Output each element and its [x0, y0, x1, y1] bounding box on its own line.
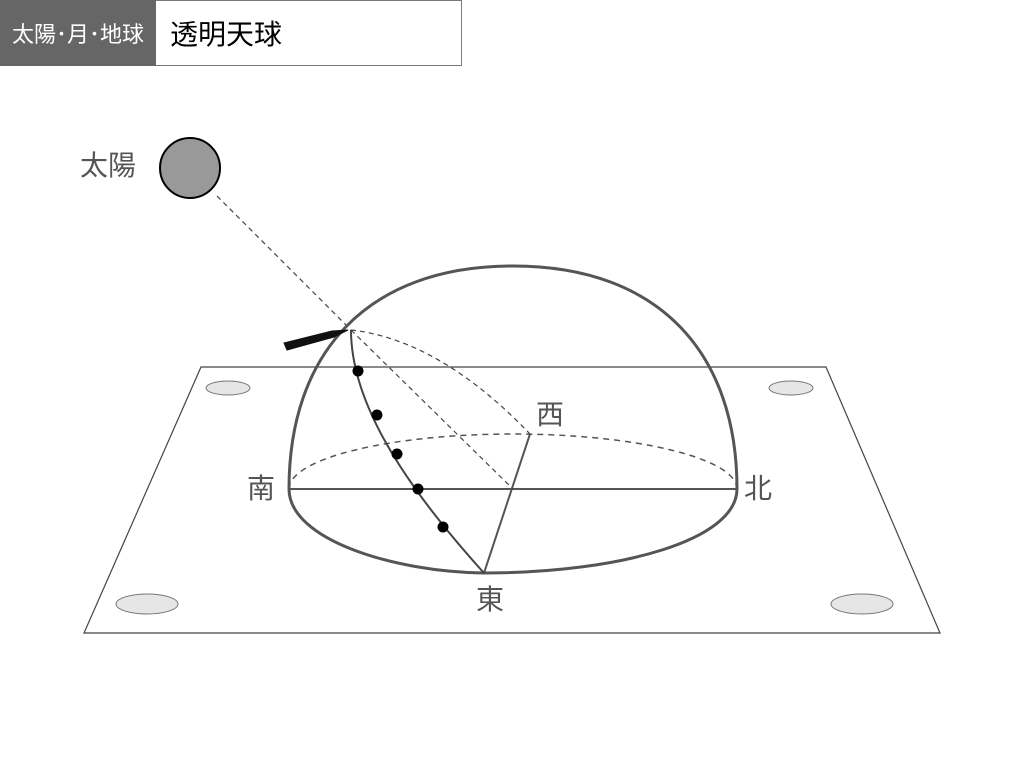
- celestial-dome: [287, 264, 739, 490]
- base-board: [83, 366, 941, 634]
- sun-ray-dashed: [216, 195, 352, 331]
- sun-position-dot: [412, 483, 424, 495]
- east-west-line: [483, 433, 531, 574]
- horizon-back-dashed: [288, 433, 738, 490]
- sun-path-front: [350, 329, 485, 574]
- direction-label-west: 西: [536, 398, 564, 431]
- sun-position-dot: [371, 409, 383, 421]
- board-foot-front-right: [830, 593, 894, 615]
- header-title: 透明天球: [156, 0, 462, 66]
- sun-disc: [159, 137, 221, 199]
- direction-label-east: 東: [476, 583, 504, 616]
- board-foot-back-left: [205, 380, 251, 396]
- direction-label-north: 北: [744, 472, 772, 505]
- direction-label-south: 南: [247, 472, 275, 505]
- board-foot-back-right: [768, 380, 814, 396]
- sun-position-dots: [352, 365, 449, 533]
- pen-marker: [283, 329, 349, 351]
- header-category-label: 太陽･月･地球: [0, 0, 156, 66]
- sun-label: 太陽: [80, 149, 136, 182]
- sun-position-dot: [437, 521, 449, 533]
- sun-position-dot: [352, 365, 364, 377]
- marker-to-center-dashed: [350, 329, 514, 490]
- board-foot-front-left: [115, 593, 179, 615]
- sun-path-back-dashed: [350, 329, 531, 435]
- header: 太陽･月･地球 透明天球: [0, 0, 462, 66]
- sun-position-dot: [391, 448, 403, 460]
